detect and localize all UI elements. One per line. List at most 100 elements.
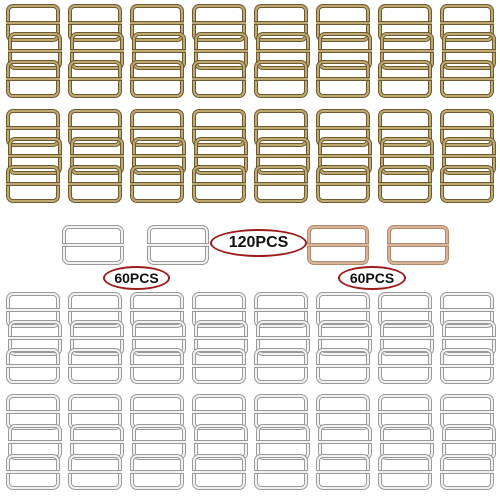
slide-buckle-bronze-icon [316,60,370,98]
slide-buckle-bronze-icon [192,165,246,203]
silver-buckle-pile-bottom [6,394,496,490]
slide-buckle-silver-icon [68,292,122,328]
slide-buckle-silver-icon [6,394,60,430]
slide-buckle-bronze-icon [378,109,432,147]
slide-buckle-silver-icon [378,292,432,328]
slide-buckle-bronze-icon [378,60,432,98]
bronze-count-label: 60PCS [338,266,406,290]
slide-buckle-bronze-icon [130,4,184,42]
silver-count-label: 60PCS [103,266,170,290]
slide-buckle-bronze-icon [68,165,122,203]
slide-buckle-silver-icon [130,292,184,328]
slide-buckle-silver-icon [62,225,124,265]
slide-buckle-bronze-icon [194,137,248,175]
slide-buckle-silver-icon [254,394,308,430]
slide-buckle-silver-icon [130,454,184,490]
slide-buckle-silver-icon [6,348,60,384]
slide-buckle-bronze-icon [130,165,184,203]
slide-buckle-silver-icon [194,424,248,460]
slide-buckle-silver-icon [378,394,432,430]
slide-buckle-silver-icon [254,348,308,384]
slide-buckle-bronze-icon [318,32,372,70]
slide-buckle-silver-icon [130,394,184,430]
slide-buckle-bronze-icon [130,60,184,98]
slide-buckle-silver-icon [380,424,434,460]
slide-buckle-silver-icon [378,348,432,384]
slide-buckle-silver-icon [147,225,209,265]
slide-buckle-silver-icon [440,292,494,328]
slide-buckle-bronze-icon [68,60,122,98]
slide-buckle-bronze-icon [254,60,308,98]
slide-buckle-bronze-icon [380,137,434,175]
slide-buckle-silver-icon [316,292,370,328]
slide-buckle-silver-icon [256,320,310,356]
slide-buckle-rose-gold-icon [307,225,369,265]
slide-buckle-silver-icon [6,454,60,490]
slide-buckle-silver-icon [194,320,248,356]
slide-buckle-silver-icon [440,394,494,430]
slide-buckle-bronze-icon [6,165,60,203]
slide-buckle-silver-icon [68,348,122,384]
slide-buckle-bronze-icon [318,137,372,175]
slide-buckle-silver-icon [318,424,372,460]
slide-buckle-silver-icon [132,424,186,460]
bronze-buckle-pile-bottom [6,109,496,203]
slide-buckle-silver-icon [440,348,494,384]
slide-buckle-bronze-icon [440,109,494,147]
slide-buckle-bronze-icon [8,137,62,175]
total-count-label: 120PCS [210,229,307,257]
slide-buckle-bronze-icon [70,32,124,70]
slide-buckle-silver-icon [147,225,209,265]
slide-buckle-bronze-icon [316,4,370,42]
slide-buckle-rose-gold-icon [307,225,369,265]
slide-buckle-silver-icon [8,320,62,356]
slide-buckle-silver-icon [442,424,496,460]
slide-buckle-rose-gold-icon [387,225,449,265]
slide-buckle-silver-icon [68,394,122,430]
slide-buckle-silver-icon [318,320,372,356]
slide-buckle-silver-icon [192,394,246,430]
slide-buckle-bronze-icon [68,4,122,42]
slide-buckle-bronze-icon [68,109,122,147]
slide-buckle-bronze-icon [316,109,370,147]
slide-buckle-bronze-icon [6,109,60,147]
slide-buckle-bronze-icon [380,32,434,70]
slide-buckle-silver-icon [68,454,122,490]
slide-buckle-bronze-icon [254,109,308,147]
silver-buckle-pile-top [6,292,496,384]
slide-buckle-bronze-icon [70,137,124,175]
slide-buckle-silver-icon [442,320,496,356]
slide-buckle-silver-icon [130,348,184,384]
slide-buckle-bronze-icon [132,32,186,70]
slide-buckle-silver-icon [6,292,60,328]
slide-buckle-bronze-icon [132,137,186,175]
slide-buckle-bronze-icon [254,4,308,42]
slide-buckle-silver-icon [254,454,308,490]
slide-buckle-bronze-icon [6,4,60,42]
slide-buckle-bronze-icon [378,165,432,203]
slide-buckle-bronze-icon [192,60,246,98]
slide-buckle-rose-gold-icon [387,225,449,265]
slide-buckle-silver-icon [8,424,62,460]
slide-buckle-bronze-icon [316,165,370,203]
slide-buckle-silver-icon [192,292,246,328]
slide-buckle-silver-icon [192,454,246,490]
bronze-buckle-pile-top [6,4,496,98]
slide-buckle-bronze-icon [8,32,62,70]
slide-buckle-bronze-icon [256,137,310,175]
slide-buckle-bronze-icon [378,4,432,42]
slide-buckle-silver-icon [62,225,124,265]
slide-buckle-silver-icon [380,320,434,356]
slide-buckle-silver-icon [378,454,432,490]
slide-buckle-bronze-icon [192,4,246,42]
slide-buckle-silver-icon [316,348,370,384]
slide-buckle-silver-icon [254,292,308,328]
slide-buckle-silver-icon [132,320,186,356]
slide-buckle-bronze-icon [256,32,310,70]
slide-buckle-silver-icon [316,454,370,490]
slide-buckle-bronze-icon [192,109,246,147]
slide-buckle-bronze-icon [130,109,184,147]
slide-buckle-silver-icon [192,348,246,384]
slide-buckle-bronze-icon [442,137,496,175]
slide-buckle-silver-icon [256,424,310,460]
